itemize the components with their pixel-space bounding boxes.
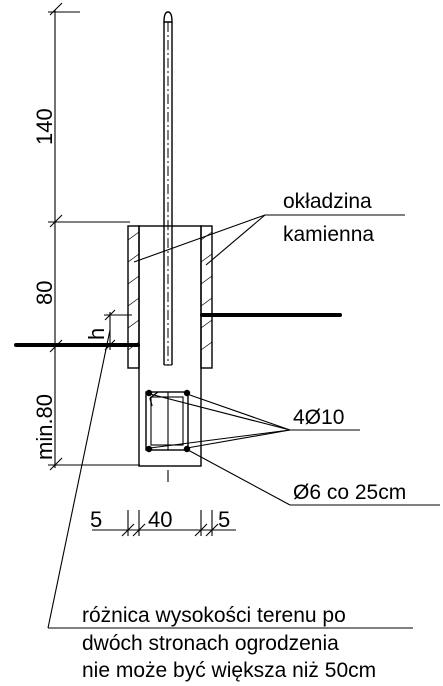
label-cladding-line1: okładzina <box>283 190 372 213</box>
vertical-dimension-chain <box>48 2 140 471</box>
steel-post <box>163 11 173 366</box>
leader-stirrups <box>187 449 440 506</box>
dimension-80: 80 <box>32 281 57 305</box>
dimension-min80: min.80 <box>32 394 57 460</box>
note-line-2: dwóch stronach ogrodzenia <box>82 632 339 655</box>
tick-bottom <box>49 457 63 471</box>
stirrup-outer <box>145 391 189 451</box>
label-cladding-line2: kamienna <box>283 223 374 246</box>
stirrup-inner <box>150 396 184 446</box>
tick-mid-1 <box>49 214 63 228</box>
dimension-140: 140 <box>32 108 57 145</box>
concrete-foundation <box>138 225 202 482</box>
horizontal-dimension-chain <box>92 510 236 537</box>
dimension-right-5: 5 <box>218 507 230 532</box>
label-stirrups: Ø6 co 25cm <box>293 481 406 504</box>
leader-note <box>47 329 413 629</box>
leader-rebar <box>149 393 360 449</box>
dimension-h: h <box>84 328 109 340</box>
tick-top <box>49 2 63 16</box>
stone-cladding-right <box>200 225 213 369</box>
dimension-40: 40 <box>148 507 172 532</box>
post-cap <box>163 11 173 23</box>
dimension-left-5: 5 <box>90 507 102 532</box>
label-rebar: 4Ø10 <box>293 406 344 429</box>
note-line-3: nie może być większa niż 50cm <box>82 659 376 682</box>
rebar-top-left <box>145 389 153 397</box>
rebar-bottom-left <box>145 445 153 453</box>
leader-cladding <box>133 214 405 266</box>
note-line-1: różnica wysokości terenu po <box>82 604 346 627</box>
